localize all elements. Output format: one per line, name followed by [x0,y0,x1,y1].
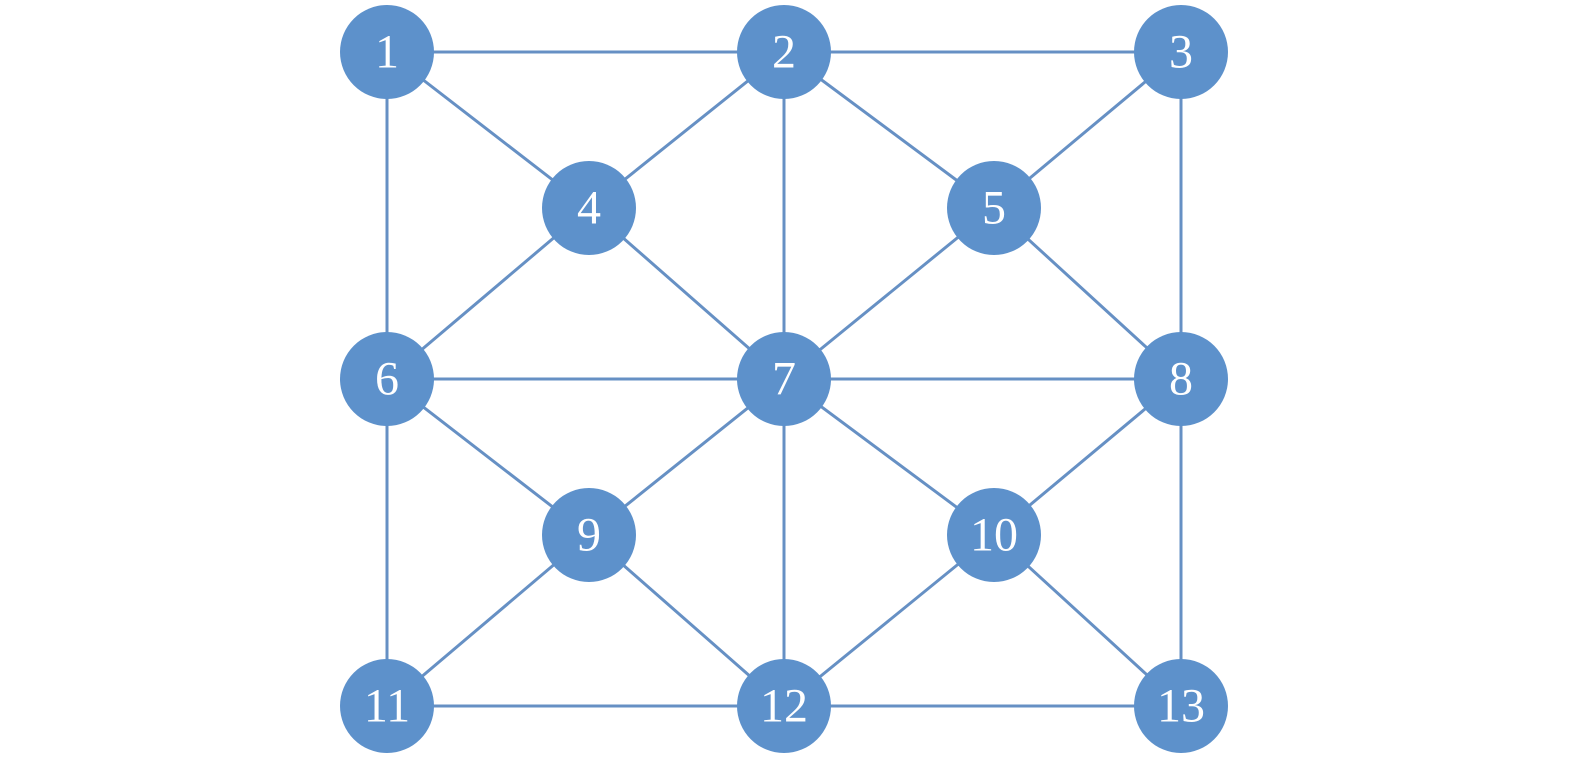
node-circle-10 [947,488,1041,582]
node-label-9: 9 [577,509,601,562]
node-circle-3 [1134,5,1228,99]
node-label-10: 10 [970,509,1018,562]
node-7: 7 [737,332,831,426]
node-circle-4 [542,161,636,255]
node-5: 5 [947,161,1041,255]
node-circle-6 [340,332,434,426]
node-label-13: 13 [1157,680,1205,733]
node-label-1: 1 [375,26,399,79]
node-6: 6 [340,332,434,426]
node-circle-1 [340,5,434,99]
node-label-7: 7 [772,353,796,406]
node-11: 11 [340,659,434,753]
node-label-11: 11 [364,680,410,733]
node-4: 4 [542,161,636,255]
node-circle-5 [947,161,1041,255]
node-label-6: 6 [375,353,399,406]
node-circle-8 [1134,332,1228,426]
node-8: 8 [1134,332,1228,426]
node-9: 9 [542,488,636,582]
node-10: 10 [947,488,1041,582]
node-2: 2 [737,5,831,99]
node-circle-9 [542,488,636,582]
node-label-8: 8 [1169,353,1193,406]
node-circle-7 [737,332,831,426]
node-13: 13 [1134,659,1228,753]
node-label-5: 5 [982,182,1006,235]
node-circle-11 [340,659,434,753]
node-label-3: 3 [1169,26,1193,79]
node-circle-2 [737,5,831,99]
node-circle-12 [737,659,831,753]
node-3: 3 [1134,5,1228,99]
node-12: 12 [737,659,831,753]
node-label-2: 2 [772,26,796,79]
node-circle-13 [1134,659,1228,753]
node-label-4: 4 [577,182,601,235]
node-1: 1 [340,5,434,99]
node-label-12: 12 [760,680,808,733]
